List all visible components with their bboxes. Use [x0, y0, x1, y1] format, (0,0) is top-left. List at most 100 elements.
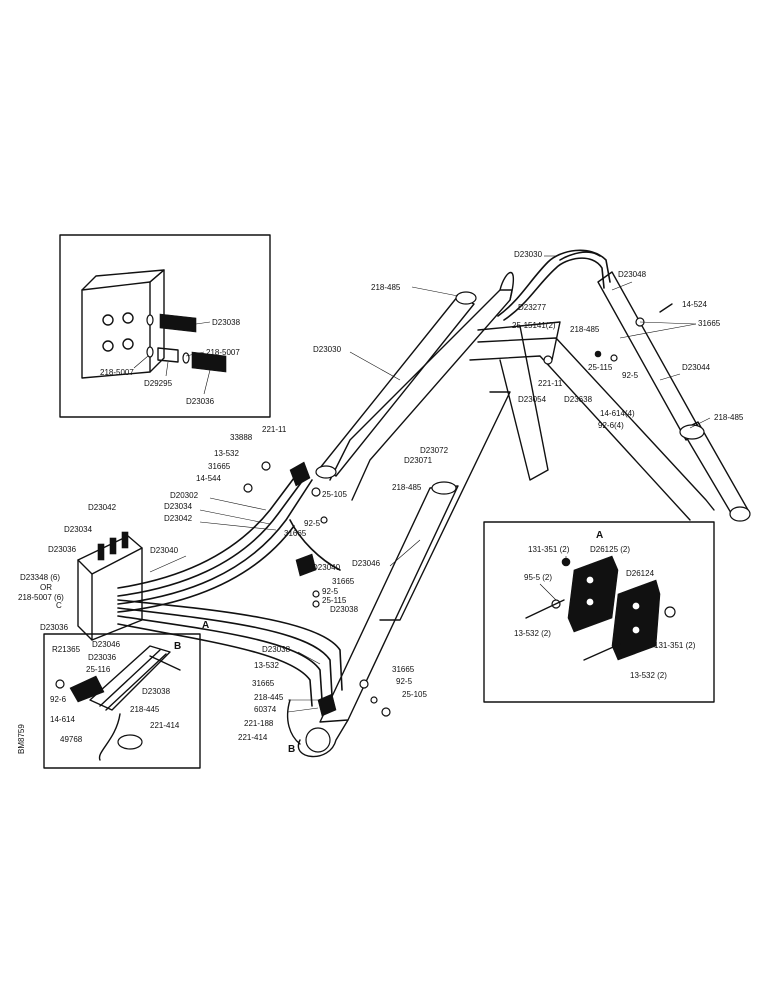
hose-clamp: [295, 553, 317, 577]
valve-spool: [109, 537, 117, 555]
label: D23042: [164, 514, 193, 523]
label: D23048: [618, 270, 647, 279]
label: D23038: [142, 687, 171, 696]
clamp-half-d26124: [611, 579, 661, 661]
label: D23071: [404, 456, 433, 465]
label: 218-5007 (6): [18, 593, 64, 602]
label: D20302: [170, 491, 199, 500]
hose-line: [105, 653, 167, 711]
label: 221-11: [538, 379, 563, 388]
label: D23040: [312, 563, 341, 572]
front-arm-rail: [379, 391, 511, 621]
label: 31665: [332, 577, 355, 586]
label: R21365: [52, 645, 81, 654]
label: 25-105: [402, 690, 427, 699]
label: D23046: [92, 640, 121, 649]
nut: [610, 354, 618, 362]
label: 49768: [60, 735, 83, 744]
label: 218-5007: [100, 368, 134, 377]
label: 92-5: [322, 587, 339, 596]
label: 31665: [392, 665, 415, 674]
label: D23038: [212, 318, 241, 327]
label: 131-351 (2): [528, 545, 570, 554]
bolt: [55, 679, 65, 689]
label: 13-532 (2): [514, 629, 551, 638]
valve-port: [122, 312, 134, 324]
label: 25-15141(2): [512, 321, 556, 330]
nut-131-351: [664, 606, 676, 618]
label: 218-445: [254, 693, 284, 702]
hose-end-b: [286, 699, 301, 745]
label: D23036: [48, 545, 77, 554]
hose-top-3: [559, 251, 601, 261]
label: 92-5: [622, 371, 639, 380]
label: 60374: [254, 705, 277, 714]
label: 31665: [208, 462, 231, 471]
label: 13-532 (2): [630, 671, 667, 680]
o-ring: [182, 352, 190, 364]
valve-block-side: [149, 269, 165, 373]
clamp-hole: [631, 625, 641, 635]
label: 31665: [284, 529, 307, 538]
label: 92-6: [50, 695, 67, 704]
label: D23036: [186, 397, 215, 406]
hose-cross: [289, 519, 341, 571]
label: 221-414: [150, 721, 180, 730]
left-arm-beam: [329, 289, 513, 501]
hose-front-3: [117, 479, 313, 605]
hose-bundle: [89, 645, 171, 711]
label: D23030: [514, 250, 543, 259]
fitting-49768: [98, 713, 121, 761]
label: D23044: [682, 363, 711, 372]
label: D23042: [88, 503, 117, 512]
inset-fittings: D23038 218-5007 218-5007 D29295 D23036: [59, 234, 271, 418]
label: D23038: [330, 605, 359, 614]
hose-lower-4: [117, 623, 313, 707]
label: 221-11: [262, 425, 287, 434]
label: 25-105: [322, 490, 347, 499]
nut: [312, 600, 320, 608]
label: 33888: [230, 433, 253, 442]
hose-spring: [149, 655, 181, 671]
label: D23030: [313, 345, 342, 354]
label: B: [288, 744, 295, 755]
label: D23034: [64, 525, 93, 534]
inset-b-frame: [43, 633, 201, 769]
label: D23034: [164, 502, 193, 511]
bolt: [243, 483, 253, 493]
inset-a: A 131-351 (2) D26125 (2) D26124 95-5 (2)…: [483, 521, 715, 703]
label: D23054: [518, 395, 547, 404]
bolt: [359, 679, 369, 689]
clamp-hole: [585, 597, 595, 607]
label: D26124: [626, 569, 655, 578]
nut: [381, 707, 391, 717]
label: 218-5007: [206, 348, 240, 357]
hose-clamp: [289, 461, 311, 487]
hose-line: [99, 649, 161, 707]
frame-bracket: [519, 321, 561, 361]
right-arm-upper-edge: [477, 337, 715, 511]
label: 95-5 (2): [524, 573, 552, 582]
label: 31665: [698, 319, 721, 328]
label: 14-614: [50, 715, 75, 724]
clamp-block: [69, 675, 105, 703]
clamp-half-d26125: [567, 555, 619, 633]
o-ring: [146, 346, 154, 358]
label: D23038: [262, 645, 291, 654]
nut: [543, 355, 553, 365]
hose-end: [117, 734, 143, 750]
hose-top-2: [503, 257, 605, 321]
valve-port: [122, 338, 134, 350]
hose-lower-2: [117, 607, 333, 697]
label: A: [202, 620, 209, 631]
label: D23040: [150, 546, 179, 555]
clamp-hole: [585, 575, 595, 585]
hose-lower-1: [117, 599, 343, 691]
main-lift-cylinder: [319, 295, 475, 477]
label: D26125 (2): [590, 545, 630, 554]
label: 13-532: [214, 449, 239, 458]
label: OR: [40, 583, 52, 592]
fitting-d23038: [159, 313, 197, 333]
label: 13-532: [254, 661, 279, 670]
